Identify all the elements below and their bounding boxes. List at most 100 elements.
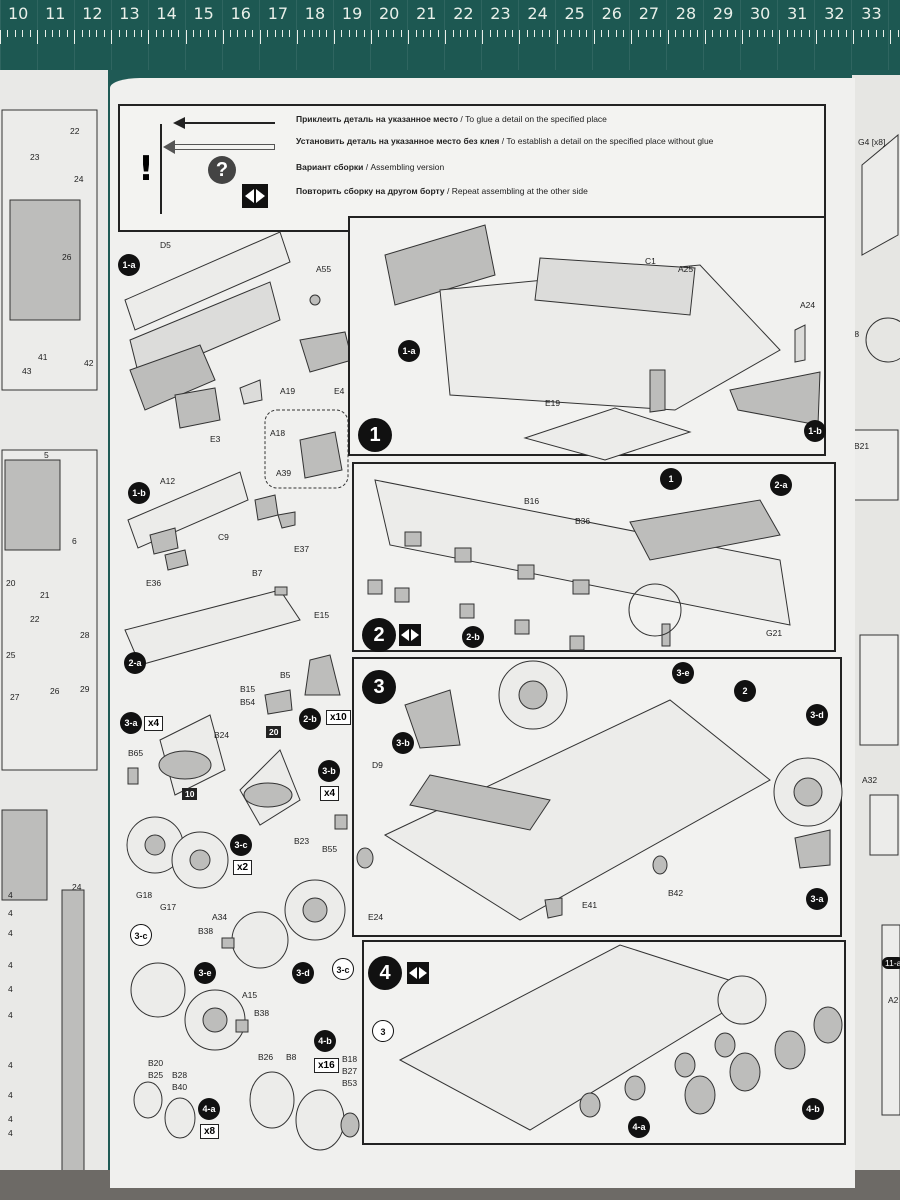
right-page-drawings [853, 133, 900, 1116]
symbol-legend: ! ? Приклеить деталь на указанное место … [118, 104, 826, 232]
part-label: G18 [136, 890, 153, 900]
part-label: A2 [888, 995, 899, 1005]
ruler-tick [341, 30, 343, 37]
repeat-other-side-icon [399, 624, 421, 646]
part-label: B65 [128, 748, 144, 758]
ruler-number: 16 [230, 4, 251, 23]
ruler-tick [319, 30, 321, 37]
ruler-tick [140, 30, 142, 37]
ruler-tick [363, 30, 365, 37]
legend-glue: Приклеить деталь на указанное место / To… [296, 114, 607, 124]
quantity-box: x8 [200, 1124, 220, 1139]
ruler-tick [727, 30, 729, 37]
sprue-number: 4 [8, 1090, 13, 1100]
subassembly-ref-1: 1 [660, 468, 682, 490]
ruler-tick [22, 30, 24, 37]
subassembly-ref-1b: 1-b [804, 420, 826, 442]
sprue-number: 26 [50, 686, 60, 696]
subassembly-badge-3d: 3-d [292, 962, 314, 984]
ruler-number: 21 [416, 4, 437, 23]
ruler-tick [793, 30, 795, 37]
ruler-tick [578, 30, 580, 37]
ruler-tick [534, 30, 536, 37]
sprue-number: 5 [44, 450, 49, 460]
ruler-tick [126, 30, 128, 37]
ruler-tick [460, 30, 462, 37]
ruler-tick [437, 30, 439, 37]
sprue-number: 4 [8, 908, 13, 918]
ruler-tick [296, 30, 298, 44]
part-label: B23 [294, 836, 310, 846]
ruler-tick [281, 30, 283, 37]
ruler-tick [541, 30, 543, 37]
ruler-tick [897, 30, 899, 37]
ruler-number: 13 [119, 4, 140, 23]
ruler-tick [882, 30, 884, 37]
ruler-tick [719, 30, 721, 37]
subassembly-ref-3c: 3-c [332, 958, 354, 980]
part-label: E15 [314, 610, 330, 620]
ruler-number: 14 [156, 4, 177, 23]
part-label: E4 [334, 386, 345, 396]
subassembly-ref-2: 2 [734, 680, 756, 702]
subassembly-ref-3b: 3-b [392, 732, 414, 754]
part-label: D9 [372, 760, 383, 770]
ruler-tick [348, 30, 350, 37]
ruler-tick [734, 30, 736, 37]
part-label: G4 [x8] [858, 137, 886, 147]
sprue-number: 4 [8, 890, 13, 900]
ruler-number: 27 [638, 4, 660, 23]
sprue-number: 22 [70, 126, 80, 136]
ruler-number: 31 [787, 4, 808, 23]
sprue-number: 24 [74, 174, 84, 184]
attention-icon: ! [132, 124, 162, 214]
ruler-tick [511, 30, 513, 37]
ruler-number: 17 [267, 4, 289, 23]
ruler-tick [259, 30, 261, 44]
ruler-tick [430, 30, 432, 37]
ruler-tick [356, 30, 358, 37]
no-glue-arrow-icon [163, 140, 275, 154]
question-icon: ? [208, 156, 236, 184]
ruler-tick [326, 30, 328, 37]
ruler-number: 30 [750, 4, 771, 23]
ruler-tick [207, 30, 209, 37]
ruler-tick [111, 30, 113, 44]
ruler-tick [667, 30, 669, 44]
ruler-tick [185, 30, 187, 44]
ruler-tick [868, 30, 870, 37]
part-label: B42 [668, 888, 684, 898]
ruler-tick [163, 30, 165, 37]
part-label: B36 [575, 516, 591, 526]
ruler-tick [652, 30, 654, 37]
ruler-number: 24 [527, 4, 548, 23]
ruler-tick [675, 30, 677, 37]
ruler-tick [44, 30, 46, 37]
quantity-box: x4 [144, 716, 164, 731]
ruler-tick [244, 30, 246, 37]
part-label: E41 [582, 900, 598, 910]
sprue-number: 42 [84, 358, 94, 368]
ruler-tick [779, 30, 781, 44]
ruler-tick [801, 30, 803, 37]
part-label: B25 [148, 1070, 164, 1080]
ruler-tick [103, 30, 105, 37]
sprue-number-marker: 20 [266, 726, 282, 738]
ruler-tick [148, 30, 150, 44]
subassembly-ref-4b: 4-b [802, 1098, 824, 1120]
part-label: B24 [214, 730, 230, 740]
part-label: A18 [270, 428, 286, 438]
ruler-tick [474, 30, 476, 37]
ruler-number: 22 [453, 4, 474, 23]
part-label: B55 [322, 844, 338, 854]
ruler-tick [831, 30, 833, 37]
ruler-tick [89, 30, 91, 37]
part-label: E3 [210, 434, 221, 444]
sprue-number: 4 [8, 1114, 13, 1124]
part-label: B21 [854, 441, 870, 451]
ruler-tick [556, 30, 558, 44]
ruler-tick [371, 30, 372, 44]
sprue-number: 41 [38, 352, 48, 362]
sprue-diagram-left [1, 109, 98, 1200]
ruler-tick [222, 30, 224, 44]
